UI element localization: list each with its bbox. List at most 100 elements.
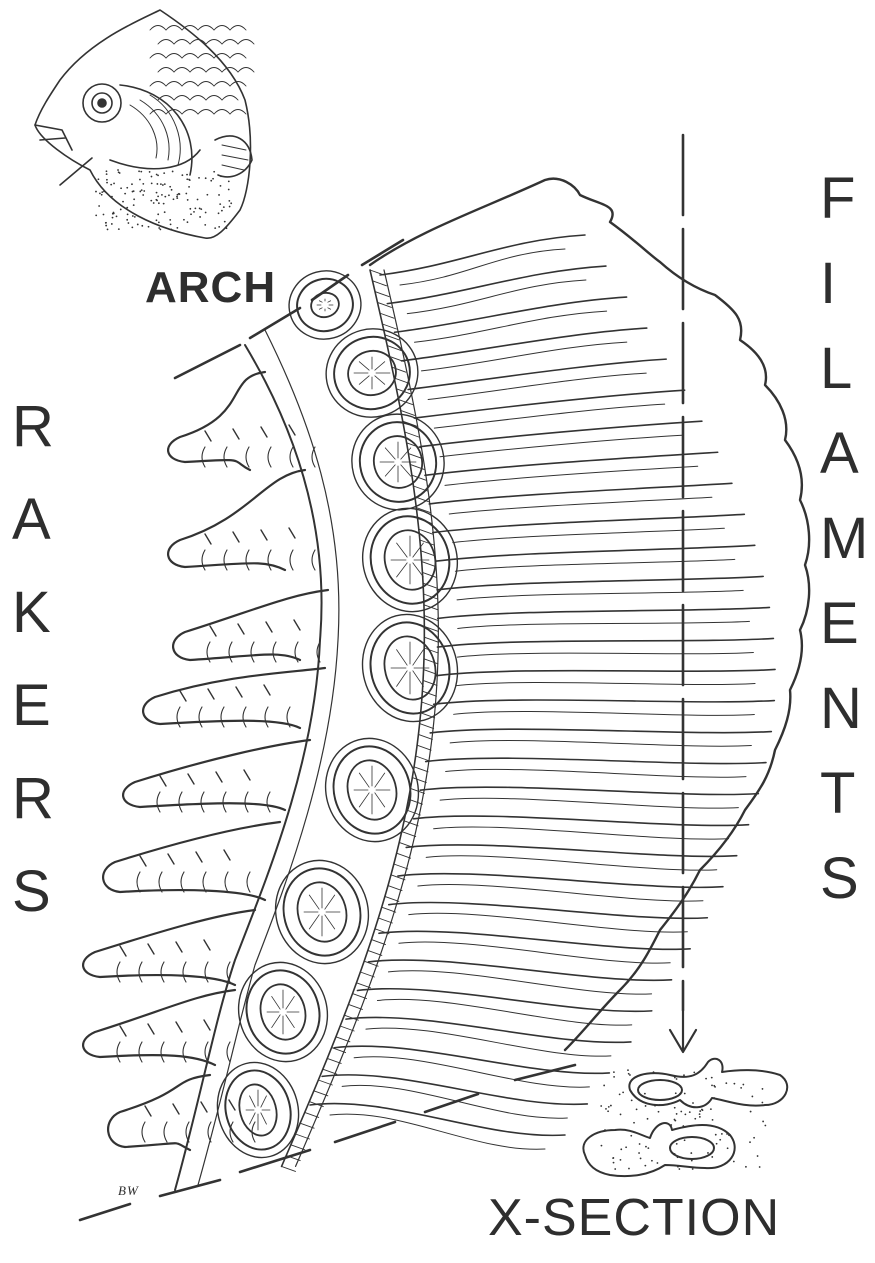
stipple-dot [710, 1108, 712, 1110]
stipple-dot [699, 1116, 701, 1118]
raker-tooth [204, 940, 210, 950]
filament-inner [440, 435, 682, 457]
stipple-dot [126, 187, 128, 189]
stipple-dot [188, 186, 190, 188]
stipple-dot [133, 198, 135, 200]
raker-hatch [205, 962, 208, 982]
vessel-spoke [261, 1096, 267, 1107]
scale [174, 68, 190, 73]
stipple-dot [156, 192, 158, 194]
stipple-dot [212, 178, 214, 180]
raker-hatch [227, 1042, 230, 1062]
raker-hatch [202, 447, 205, 467]
filament-inner [426, 856, 717, 870]
raker-tooth [205, 431, 211, 441]
raker-hatch [246, 447, 249, 467]
filament-inner [440, 798, 738, 808]
stipple-dot [633, 1122, 635, 1124]
raker-hatch [117, 1042, 120, 1062]
stipple-dot [101, 194, 103, 196]
stipple-dot [684, 1093, 686, 1095]
stipple-dot [149, 171, 151, 173]
stipple-dot [124, 193, 126, 195]
stipple-dot [142, 194, 144, 196]
raker-tooth [148, 944, 154, 954]
stipple-dot [164, 183, 166, 185]
stipple-dot [645, 1146, 647, 1148]
scale [182, 110, 198, 115]
vessel-spoke [319, 301, 322, 302]
filaments-letter: M [820, 510, 868, 568]
stipple-dot [200, 208, 202, 210]
stipple-dot [749, 1141, 751, 1143]
raker-tooth [238, 624, 244, 634]
stipple-dot [676, 1143, 678, 1145]
stipple-dot [173, 198, 175, 200]
raker-hatch [223, 792, 226, 812]
vessel-spoke [397, 650, 408, 666]
stipple-dot [701, 1109, 703, 1111]
filament-inner [446, 769, 746, 777]
stipple-dot [170, 228, 172, 230]
stipple-dot [128, 222, 130, 224]
stipple-dot [750, 1111, 752, 1113]
vessel-outer [281, 263, 368, 347]
vessel-spoke [250, 1096, 256, 1107]
filaments-letter: L [820, 340, 852, 398]
stipple-dot [684, 1114, 686, 1116]
stipple-dot [218, 226, 220, 228]
stipple-dot [118, 171, 120, 173]
stipple-dot [684, 1139, 686, 1141]
band-tick [327, 1058, 341, 1063]
raker-hatch [161, 962, 164, 982]
filaments-letter: I [820, 255, 836, 313]
scale [198, 110, 214, 115]
vessel-spoke [359, 793, 369, 807]
scale [198, 54, 214, 59]
band-tick [412, 778, 426, 783]
stipple-dot [753, 1137, 755, 1139]
stipple-dot [682, 1125, 684, 1127]
stipple-dot [639, 1143, 641, 1145]
stipple-dot [678, 1168, 680, 1170]
filament [398, 874, 723, 888]
raker [123, 740, 310, 810]
scale [190, 68, 206, 73]
stipple-dot [726, 1133, 728, 1135]
vessel-spoke [325, 915, 335, 929]
stipple-dot [658, 1111, 660, 1113]
band-tick [360, 972, 374, 977]
stipple-dot [220, 185, 222, 187]
vessel-core [368, 431, 428, 494]
stipple-dot [213, 171, 215, 173]
stipple-dot [674, 1153, 676, 1155]
stipple-dot [229, 206, 231, 208]
vessel-ring [217, 1063, 300, 1157]
stipple-dot [112, 217, 114, 219]
raker-hatch [183, 1042, 186, 1062]
filament-inner [457, 652, 753, 657]
stipple-dot [111, 223, 113, 225]
stipple-dot [228, 180, 230, 182]
filament [379, 931, 690, 949]
stipple-dot [721, 1133, 723, 1135]
filament [437, 638, 773, 647]
stipple-dot [622, 1091, 624, 1093]
rakers-letter: S [12, 863, 51, 921]
stipple-dot [759, 1166, 761, 1168]
stipple-dot [762, 1088, 764, 1090]
stipple-dot [620, 1159, 622, 1161]
raker-hatch [290, 447, 293, 467]
scale [214, 110, 230, 115]
band-tick [323, 1069, 337, 1074]
stipple-dot [640, 1158, 642, 1160]
stipple-dot [155, 199, 157, 201]
raker-hatch [224, 447, 227, 467]
stipple-dot [178, 193, 180, 195]
stipple-dot [628, 1073, 630, 1075]
cross-section-shapes [583, 1059, 787, 1176]
scale [238, 68, 254, 73]
scale [150, 82, 166, 87]
scale [182, 54, 198, 59]
raker [83, 990, 235, 1065]
